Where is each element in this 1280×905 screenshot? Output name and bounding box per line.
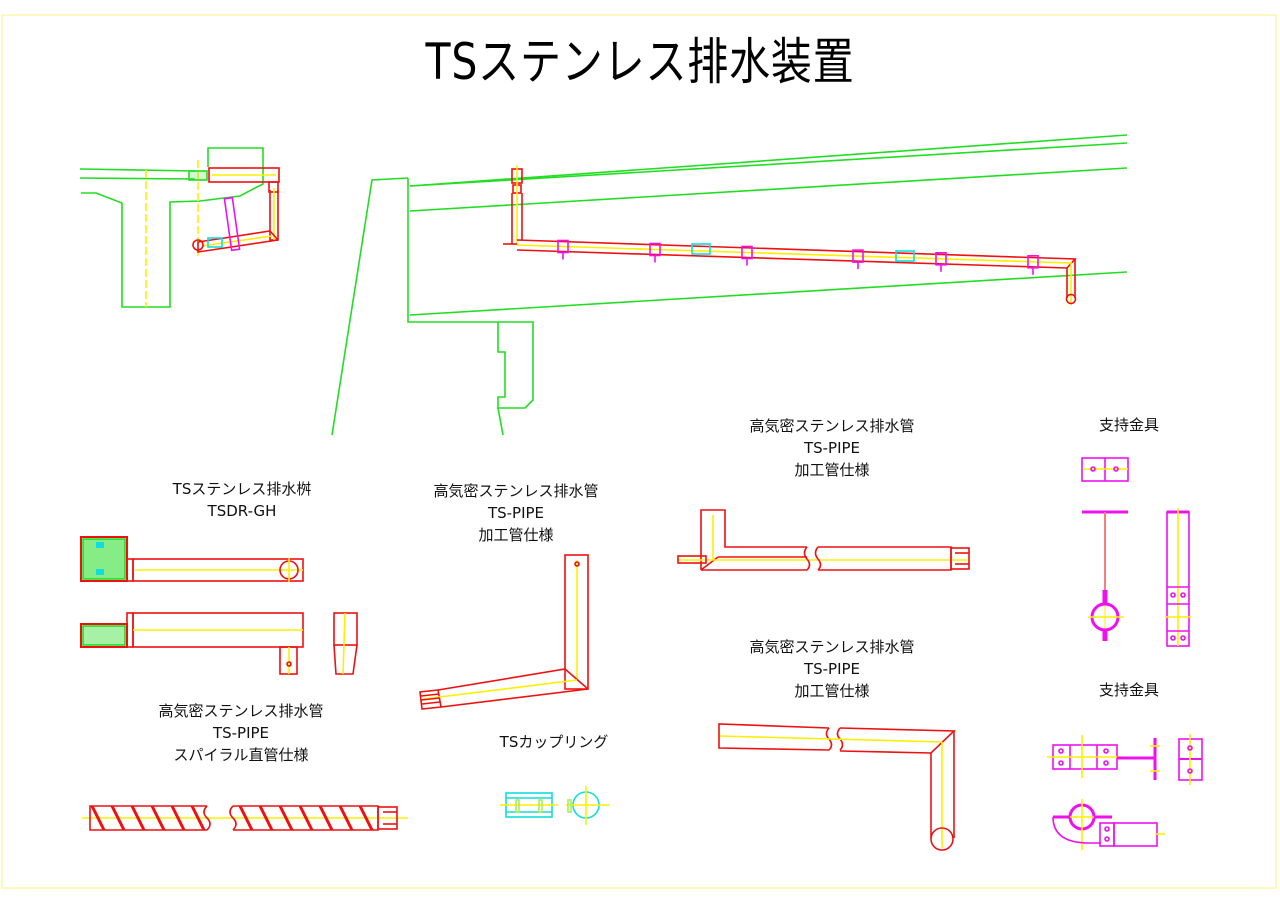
bridge-girder-structure bbox=[79, 147, 264, 308]
label-elbow-pipe-mid: 高気密ステンレス排水管 TS-PIPE 加工管仕様 bbox=[433, 480, 598, 546]
coupling-mark bbox=[895, 250, 915, 262]
section-view-long bbox=[331, 134, 1128, 436]
label-pipe-spec: スパイラル直管仕様 bbox=[173, 746, 309, 764]
spiral-band bbox=[298, 805, 314, 831]
label-pipe-spec: 加工管仕様 bbox=[794, 461, 870, 479]
label-pipe-name: 高気密ステンレス排水管 bbox=[749, 417, 915, 435]
label-pipe-model: TS-PIPE bbox=[803, 660, 861, 678]
label-bracket-top: 支持金具 bbox=[1099, 414, 1159, 436]
label-pipe-spec: 加工管仕様 bbox=[478, 526, 554, 544]
spiral-band bbox=[278, 805, 294, 831]
page-title: TSステンレス排水装置 bbox=[425, 33, 855, 91]
label-pipe-model: TS-PIPE bbox=[803, 439, 861, 457]
centerlines bbox=[145, 160, 199, 307]
label-pipe-bottom-right: 高気密ステンレス排水管 TS-PIPE 加工管仕様 bbox=[749, 636, 914, 702]
label-pipe-top-right: 高気密ステンレス排水管 TS-PIPE 加工管仕様 bbox=[749, 415, 914, 481]
section-view-left bbox=[79, 147, 280, 308]
support-bracket-drawing-top bbox=[1081, 457, 1191, 647]
pipe-supports bbox=[557, 239, 1039, 275]
spiral-band bbox=[358, 805, 374, 831]
coupling-drawing bbox=[500, 786, 610, 825]
spiral-band bbox=[110, 805, 126, 831]
spiral-band bbox=[258, 805, 274, 831]
label-pipe-name: 高気密ステンレス排水管 bbox=[433, 482, 599, 500]
spiral-band bbox=[318, 805, 334, 831]
label-coupling: TSカップリング bbox=[500, 731, 609, 753]
elbow-pipe-drawing-top-right bbox=[677, 509, 970, 571]
elbow-pipe-drawing-bottom-right bbox=[718, 723, 956, 851]
label-coupling-name: TSカップリング bbox=[499, 733, 609, 751]
drain-pipe-run bbox=[503, 165, 1077, 305]
drain-basin-section bbox=[188, 167, 280, 253]
label-pipe-spec: 加工管仕様 bbox=[794, 682, 870, 700]
pipe-couplings bbox=[691, 243, 915, 262]
elbow-pipe-drawing-mid bbox=[419, 554, 589, 710]
label-spiral-pipe: 高気密ステンレス排水管 TS-PIPE スパイラル直管仕様 bbox=[158, 700, 323, 766]
label-pipe-name: 高気密ステンレス排水管 bbox=[158, 702, 324, 720]
coupling-mark bbox=[691, 243, 711, 255]
label-bracket-bottom: 支持金具 bbox=[1099, 679, 1159, 701]
label-bracket-name: 支持金具 bbox=[1098, 416, 1160, 434]
spiral-band bbox=[238, 805, 254, 831]
label-basin: TSステンレス排水桝 TSDR-GH bbox=[173, 478, 312, 522]
label-pipe-model: TS-PIPE bbox=[487, 504, 545, 522]
spiral-band bbox=[150, 805, 166, 831]
label-basin-name: TSステンレス排水桝 bbox=[172, 480, 312, 498]
spiral-band bbox=[338, 805, 354, 831]
label-pipe-model: TS-PIPE bbox=[212, 724, 270, 742]
support-bracket-drawing-bottom bbox=[1047, 734, 1203, 850]
spiral-band bbox=[130, 805, 146, 831]
basin-drawing bbox=[80, 536, 358, 675]
label-pipe-name: 高気密ステンレス排水管 bbox=[749, 638, 915, 656]
spiral-band bbox=[90, 805, 106, 831]
label-basin-model: TSDR-GH bbox=[207, 502, 277, 520]
spiral-band bbox=[170, 805, 186, 831]
label-bracket-name: 支持金具 bbox=[1098, 681, 1160, 699]
spiral-pipe-drawing bbox=[82, 805, 408, 831]
girder-structure bbox=[331, 134, 1128, 436]
sheet-border bbox=[1, 14, 1277, 889]
spiral-band bbox=[190, 805, 206, 831]
